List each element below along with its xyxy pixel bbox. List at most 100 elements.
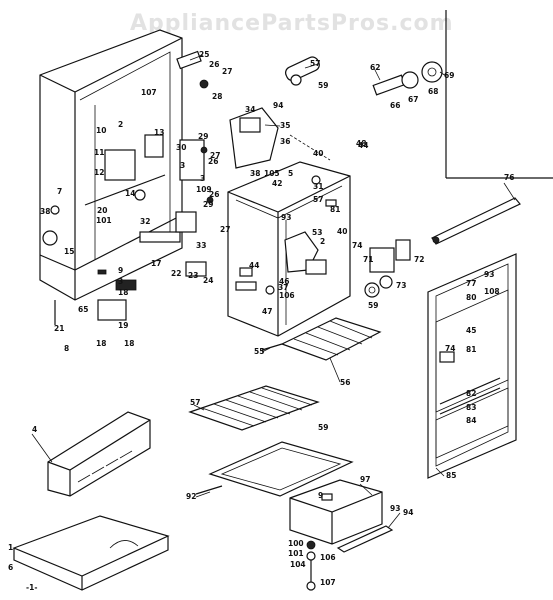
callout-label: 35 bbox=[280, 121, 290, 130]
callout-label: 57 bbox=[310, 59, 320, 68]
callout-label: 25 bbox=[199, 50, 209, 59]
callout-label: 77 bbox=[466, 279, 476, 288]
cabinet-shell bbox=[39, 29, 183, 325]
callout-label: 27 bbox=[210, 151, 220, 160]
callout-label: 100 bbox=[288, 539, 304, 548]
callout-label: 4 bbox=[32, 425, 37, 434]
callout-label: 94 bbox=[403, 508, 413, 517]
callout-label: 81 bbox=[466, 345, 476, 354]
watermark-text: AppliancePartsPros.com bbox=[130, 11, 454, 36]
callout-label: 67 bbox=[408, 95, 418, 104]
callout-label: 18 bbox=[118, 288, 128, 297]
callout-label: 40 bbox=[337, 227, 347, 236]
callout-labels: 10 2 13 11 12 7 14 38 20 101 15 9 3 18 6… bbox=[8, 50, 514, 587]
callout-label: 80 bbox=[466, 293, 476, 302]
callout-label: 9 bbox=[118, 266, 123, 275]
right-parts bbox=[364, 197, 521, 479]
callout-label: 32 bbox=[140, 217, 150, 226]
callout-label: 55 bbox=[254, 347, 264, 356]
callout-label: 40 bbox=[313, 149, 323, 158]
callout-label: 97 bbox=[360, 475, 370, 484]
callout-label: 104 bbox=[290, 560, 306, 569]
page-frame bbox=[445, 10, 553, 179]
callout-label: 36 bbox=[280, 137, 290, 146]
callout-label: 13 bbox=[154, 128, 164, 137]
callout-label: 59 bbox=[368, 301, 378, 310]
callout-label: 82 bbox=[466, 389, 476, 398]
callout-label: 5 bbox=[288, 169, 293, 178]
callout-label: 44 bbox=[249, 261, 259, 270]
callout-label: 94 bbox=[273, 101, 283, 110]
callout-label: 106 bbox=[279, 291, 295, 300]
callout-label: 48 bbox=[356, 139, 366, 148]
callout-label: 34 bbox=[245, 105, 255, 114]
callout-label: 81 bbox=[330, 205, 340, 214]
callout-label: 24 bbox=[203, 276, 213, 285]
leader-lines bbox=[31, 54, 516, 529]
callout-label: 69 bbox=[444, 71, 454, 80]
callout-label: 107 bbox=[141, 88, 157, 97]
callout-label: 74 bbox=[445, 344, 455, 353]
callout-label: 2 bbox=[320, 237, 325, 246]
liner-box bbox=[227, 134, 351, 337]
callout-label: 30 bbox=[176, 143, 186, 152]
callout-label: 15 bbox=[64, 247, 74, 256]
lower-left-parts bbox=[12, 411, 316, 591]
callout-label: 108 bbox=[484, 287, 500, 296]
callout-label: 73 bbox=[396, 281, 406, 290]
callout-label: 8 bbox=[64, 344, 69, 353]
callout-label: 101 bbox=[96, 216, 112, 225]
callout-label: 10 bbox=[96, 126, 106, 135]
callout-label: 93 bbox=[390, 504, 400, 513]
callout-label: 42 bbox=[272, 179, 282, 188]
callout-label: 27 bbox=[220, 225, 230, 234]
callout-label: 29 bbox=[203, 200, 213, 209]
callout-label: 1 bbox=[8, 543, 13, 552]
callout-label: 57 bbox=[190, 398, 200, 407]
callout-label: 59 bbox=[318, 81, 328, 90]
callout-label: 11 bbox=[94, 148, 104, 157]
callout-label: 3 bbox=[200, 174, 205, 183]
callout-label: 62 bbox=[370, 63, 380, 72]
callout-label: 105 bbox=[264, 169, 280, 178]
callout-label: 23 bbox=[188, 271, 198, 280]
callout-label: 66 bbox=[390, 101, 400, 110]
callout-label: 22 bbox=[171, 269, 181, 278]
callout-label: 26 bbox=[209, 190, 219, 199]
callout-label: 47 bbox=[262, 307, 272, 316]
callout-label: 18 bbox=[124, 339, 134, 348]
callout-label: 65 bbox=[78, 305, 88, 314]
callout-label: 59 bbox=[318, 423, 328, 432]
callout-label: 93 bbox=[281, 213, 291, 222]
callout-label: 71 bbox=[363, 255, 373, 264]
callout-label: 21 bbox=[54, 324, 64, 333]
callout-label: 29 bbox=[198, 132, 208, 141]
callout-label: 45 bbox=[466, 326, 476, 335]
shelves bbox=[188, 317, 394, 553]
callout-label: 56 bbox=[340, 378, 350, 387]
callout-label: 85 bbox=[446, 471, 456, 480]
callout-label: 18 bbox=[96, 339, 106, 348]
callout-label: 28 bbox=[212, 92, 222, 101]
callout-label: 19 bbox=[118, 321, 128, 330]
callout-label: 76 bbox=[504, 173, 514, 182]
callout-label: 57 bbox=[313, 195, 323, 204]
callout-label: 26 bbox=[209, 60, 219, 69]
callout-label: 53 bbox=[312, 228, 322, 237]
callout-label: 38 bbox=[250, 169, 260, 178]
callout-label: 7 bbox=[57, 187, 62, 196]
callout-label: 26 bbox=[208, 157, 218, 166]
callout-label: 6 bbox=[8, 563, 13, 572]
callout-label: 68 bbox=[428, 87, 438, 96]
callout-label: 17 bbox=[151, 259, 161, 268]
callout-label: 109 bbox=[196, 185, 212, 194]
callout-label: 74 bbox=[352, 241, 362, 250]
callout-label: 3 bbox=[118, 277, 123, 286]
callout-label: 84 bbox=[466, 416, 476, 425]
callout-label: 27 bbox=[222, 67, 232, 76]
callout-label: 72 bbox=[414, 255, 424, 264]
callout-label: 37 bbox=[278, 283, 288, 292]
callout-label: 33 bbox=[196, 241, 206, 250]
callout-label: 92 bbox=[186, 492, 196, 501]
